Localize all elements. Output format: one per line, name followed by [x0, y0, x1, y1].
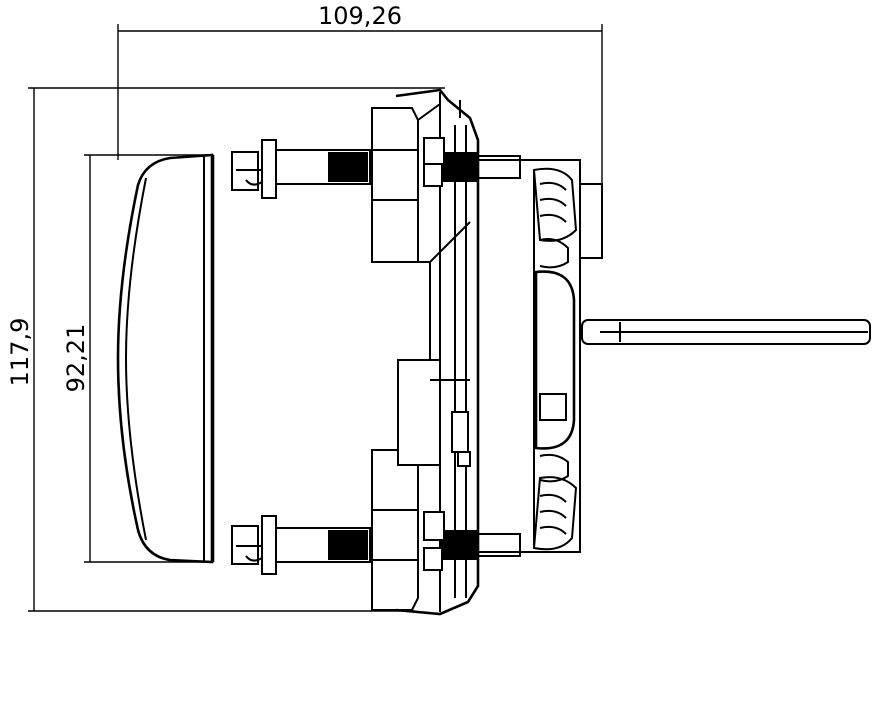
- clamp-edge-top: [417, 103, 441, 121]
- cooling-fin-8-detail: [539, 525, 567, 535]
- bottom-bolt-thread: [328, 530, 368, 560]
- rear-center-window: [534, 270, 576, 450]
- bracket-mid-block: [397, 359, 441, 466]
- top-washer: [423, 137, 445, 167]
- bottom-washer-2: [423, 547, 443, 571]
- bottom-bolt-thread-rear: [440, 530, 478, 560]
- top-clip-flange: [261, 139, 277, 199]
- cooling-fin-4: [539, 238, 569, 269]
- cooling-fin-7-detail: [539, 509, 567, 519]
- mounting-bracket: [371, 88, 480, 616]
- top-bolt-assembly: [231, 139, 521, 199]
- height-dimension-text: 117,9: [6, 318, 34, 387]
- rear-housing-outline: [477, 159, 581, 553]
- top-clip-curve: [245, 179, 263, 186]
- top-bracket-block: [371, 107, 419, 263]
- rear-housing: [477, 159, 603, 553]
- dimension-overall-height: 117,9: [6, 87, 445, 612]
- bottom-clip-curve: [245, 555, 263, 562]
- lens-housing: [116, 153, 215, 564]
- top-washer-2: [423, 163, 443, 187]
- top-bolt-thread-rear: [440, 152, 478, 182]
- width-dimension-text: 109,26: [318, 2, 402, 30]
- bottom-washer: [423, 511, 445, 541]
- cooling-fin-1: [532, 167, 578, 242]
- cooling-fin-6-detail: [539, 493, 567, 503]
- lens-dimension-text: 92,21: [62, 324, 90, 393]
- cooling-fin-5: [539, 453, 569, 483]
- power-cable: [581, 319, 871, 345]
- bottom-bracket-block: [371, 449, 419, 611]
- rear-center-knob: [539, 393, 567, 421]
- top-bolt-shaft: [276, 149, 371, 185]
- bottom-bolt-assembly: [231, 515, 521, 575]
- mid-connector-cap: [457, 451, 471, 467]
- dimension-lens-height: 92,21: [62, 154, 212, 563]
- lens-outline: [116, 153, 214, 564]
- cooling-fin-2-detail: [539, 197, 567, 207]
- lens-inner-curve: [124, 177, 147, 541]
- bottom-clip-flange: [261, 515, 277, 575]
- cooling-fin-3-detail: [539, 213, 567, 223]
- clamp-plate-outline: [395, 88, 480, 616]
- dimension-overall-width: 109,26: [117, 2, 603, 186]
- top-bolt-thread: [328, 152, 368, 182]
- mid-connector: [451, 411, 469, 453]
- bottom-bolt-shaft: [276, 527, 371, 563]
- bracket-diagonal-top: [429, 221, 471, 263]
- cooling-fin-1-detail: [539, 181, 567, 191]
- cooling-fin-9: [532, 476, 578, 551]
- rear-tab: [579, 183, 603, 259]
